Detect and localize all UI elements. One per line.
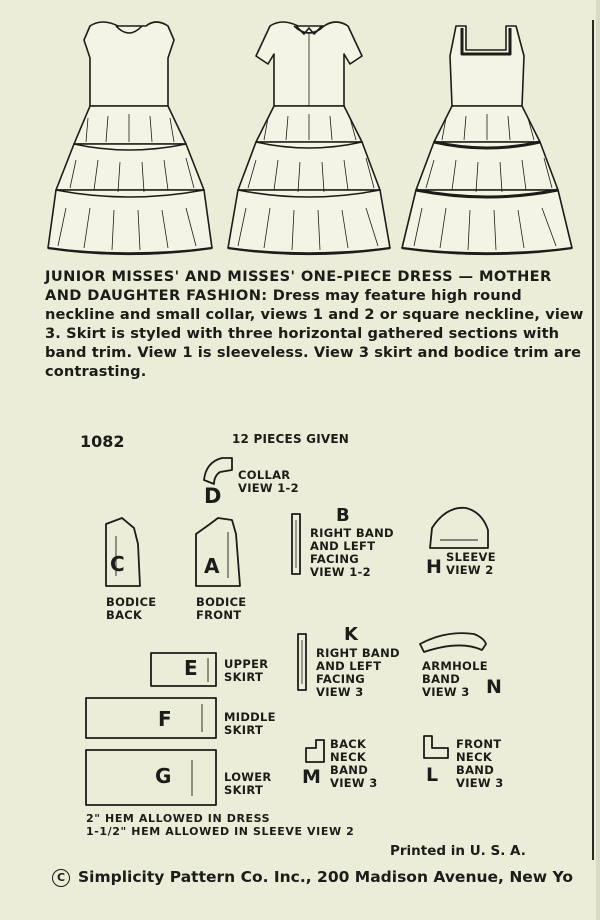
front-neck-band-piece — [423, 735, 449, 759]
sleeve-letter: H — [426, 556, 442, 578]
armhole-band-piece — [419, 632, 487, 653]
printed-in: Printed in U. S. A. — [390, 843, 526, 859]
back-neck-band-piece — [305, 739, 325, 763]
sleeve-piece — [429, 506, 489, 549]
back-neck-letter: M — [302, 766, 321, 788]
dress-view-3 — [401, 25, 573, 256]
dress-view-1 — [47, 21, 213, 256]
lower-skirt-letter: G — [155, 764, 172, 788]
pattern-number: 1082 — [80, 432, 125, 451]
pieces-given: 12 PIECES GIVEN — [232, 432, 349, 446]
copyright-line: C Simplicity Pattern Co. Inc., 200 Madiso… — [52, 868, 600, 887]
copyright-text: Simplicity Pattern Co. Inc., 200 Madison… — [78, 868, 573, 886]
paper-edge — [596, 0, 600, 920]
band-b-letter: B — [336, 505, 350, 526]
band-b-piece — [291, 513, 301, 575]
band-k-letter: K — [344, 624, 358, 645]
band-k-piece — [297, 633, 307, 691]
collar-letter: D — [204, 484, 222, 508]
copyright-icon: C — [52, 869, 70, 887]
bodice-front-letter: A — [204, 554, 220, 578]
description-body: Dress may feature high round neckline an… — [45, 286, 584, 380]
description-heading: Junior Misses' and Misses' One-Piece Dre… — [45, 268, 552, 304]
middle-skirt-piece — [85, 697, 217, 739]
dress-description: Junior Misses' and Misses' One-Piece Dre… — [45, 268, 585, 381]
lower-skirt-piece — [85, 749, 217, 806]
hem-note-dress: 2" HEM ALLOWED IN DRESS — [86, 812, 271, 825]
hem-notes: 2" HEM ALLOWED IN DRESS 1-1/2" HEM ALLOW… — [86, 812, 354, 838]
hem-note-sleeve: 1-1/2" HEM ALLOWED IN SLEEVE VIEW 2 — [86, 825, 355, 838]
border-line — [592, 20, 594, 860]
middle-skirt-letter: F — [158, 707, 172, 731]
dress-illustrations — [47, 21, 573, 256]
front-neck-letter: L — [426, 764, 439, 786]
collar-piece — [203, 457, 233, 485]
bodice-back-letter: C — [110, 552, 125, 576]
upper-skirt-letter: E — [184, 656, 198, 680]
armhole-letter: N — [486, 676, 502, 698]
dress-view-2 — [227, 21, 391, 256]
